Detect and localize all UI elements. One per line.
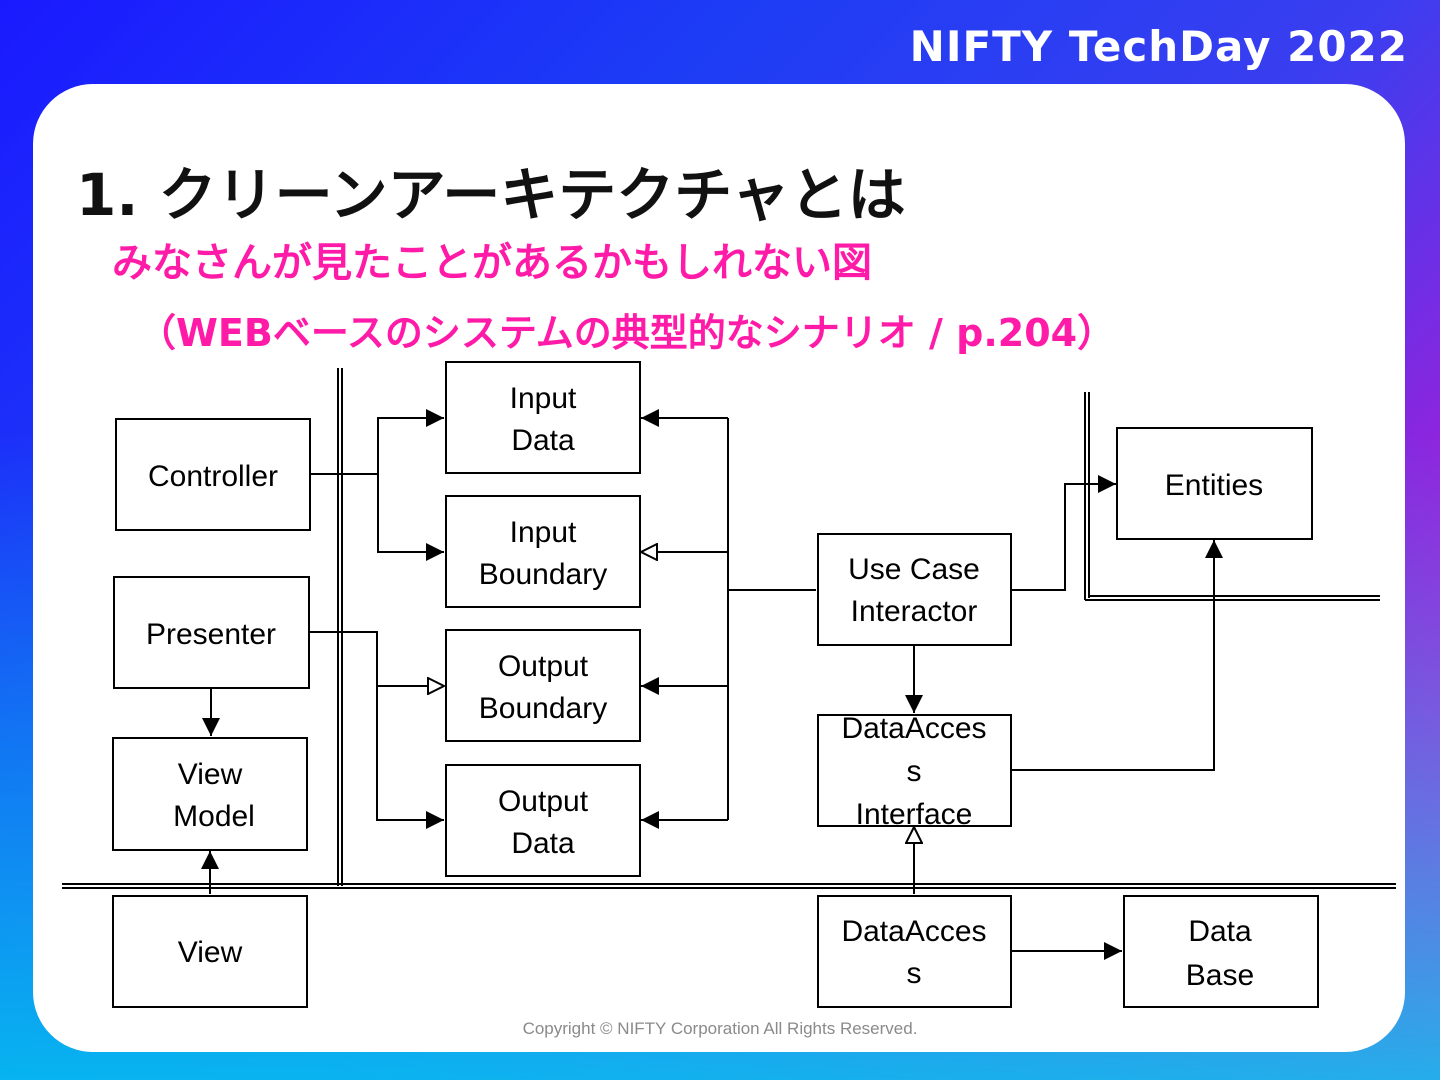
view-model-box: View Model [112, 737, 308, 851]
copyright-footer: Copyright © NIFTY Corporation All Rights… [522, 1019, 918, 1038]
input-boundary-box: Input Boundary [445, 495, 641, 608]
brand-logo: NIFTY TechDay 2022 [909, 22, 1408, 71]
controller-box: Controller [115, 418, 311, 531]
entities-box: Entities [1116, 427, 1313, 540]
entities-label: Entities [1165, 469, 1263, 502]
presenter-label: Presenter [146, 618, 276, 651]
use-case-interactor-label-2: Interactor [851, 595, 978, 628]
view-model-label-1: View [178, 758, 243, 791]
input-boundary-label-1: Input [510, 516, 577, 549]
slide-title: 1. クリーンアーキテクチャとは [76, 161, 906, 229]
input-data-label-1: Input [510, 382, 577, 415]
database-label-1: Data [1188, 915, 1252, 948]
boundary-lines [62, 368, 1396, 889]
connectors [201, 409, 1223, 960]
presenter-box: Presenter [113, 576, 310, 689]
output-boundary-label-1: Output [498, 650, 589, 683]
output-data-box: Output Data [445, 764, 641, 877]
data-access-box: DataAcces s [817, 895, 1012, 1008]
data-access-interface-label-1: DataAcces [841, 712, 986, 745]
use-case-interactor-label-1: Use Case [848, 553, 980, 586]
database-box: Data Base [1123, 895, 1319, 1008]
input-data-box: Input Data [445, 361, 641, 474]
output-boundary-label-2: Boundary [479, 692, 607, 725]
use-case-interactor-box: Use Case Interactor [817, 533, 1012, 646]
view-label: View [178, 936, 243, 969]
output-boundary-box: Output Boundary [445, 629, 641, 742]
data-access-interface-box: DataAcces s Interface [817, 712, 1012, 831]
input-data-label-2: Data [511, 424, 575, 457]
view-model-label-2: Model [173, 800, 255, 833]
input-boundary-label-2: Boundary [479, 558, 607, 591]
database-label-2: Base [1186, 959, 1254, 992]
output-data-label-1: Output [498, 785, 589, 818]
output-data-label-2: Data [511, 827, 575, 860]
slide-subtitle: みなさんが見たことがあるかもしれない図 [112, 240, 872, 286]
view-box: View [112, 895, 308, 1008]
data-access-interface-label-2: s [907, 755, 922, 788]
slide-subtitle-reference: （WEBベースのシステムの典型的なシナリオ / p.204） [138, 311, 1116, 355]
data-access-label-1: DataAcces [841, 915, 986, 948]
slide-card [33, 84, 1405, 1052]
controller-label: Controller [148, 460, 278, 493]
data-access-interface-label-3: Interface [856, 798, 973, 831]
data-access-label-2: s [907, 957, 922, 990]
